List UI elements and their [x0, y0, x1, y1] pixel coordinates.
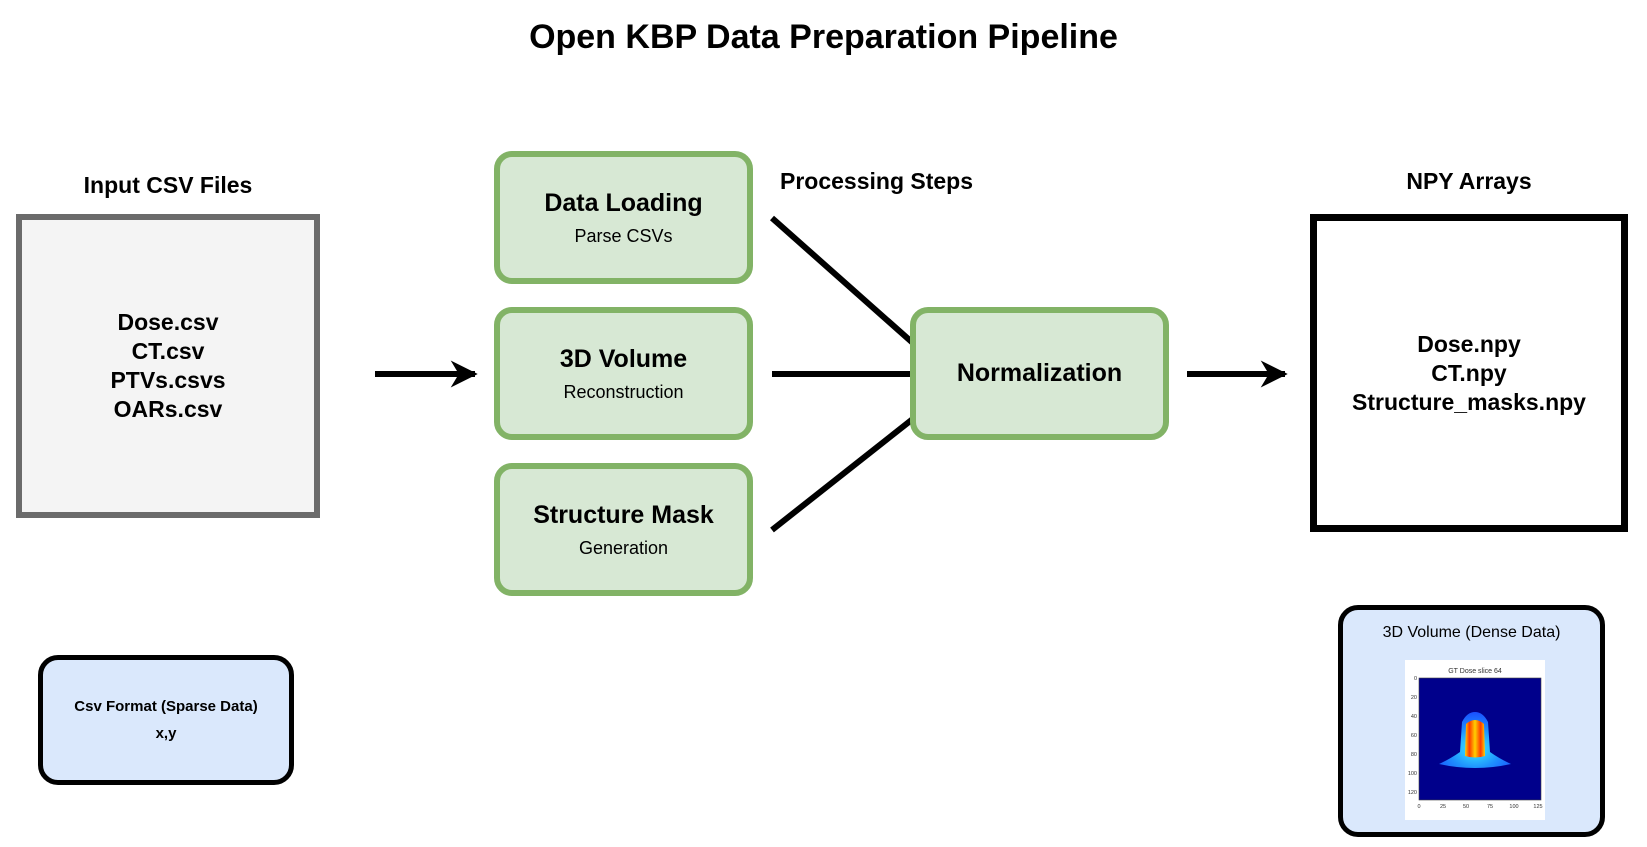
input-file: Dose.csv [117, 309, 219, 335]
dose-slice-image: GT Dose slice 64 0 20 40 60 80 100 120 0… [1408, 668, 1543, 810]
processing-label: Processing Steps [780, 168, 974, 194]
step-subtitle: Generation [578, 537, 669, 558]
diagram-title: Open KBP Data Preparation Pipeline [529, 18, 1118, 56]
connector-line-bottom [770, 415, 916, 533]
output-files-box: Dose.npy CT.npy Structure_masks.npy [1310, 214, 1628, 532]
step-3d-volume: 3D Volume Reconstruction [494, 307, 753, 440]
input-file: OARs.csv [113, 396, 223, 422]
step-title: Data Loading [544, 188, 703, 217]
csv-format-note: Csv Format (Sparse Data) x,y [38, 655, 294, 785]
input-file: PTVs.csvs [110, 367, 226, 393]
y-tick: 120 [1408, 790, 1417, 796]
y-tick: 40 [1411, 714, 1417, 720]
step-structure-mask: Structure Mask Generation [494, 463, 753, 596]
output-file: CT.npy [1431, 359, 1507, 386]
output-label: NPY Arrays [1406, 168, 1532, 194]
x-tick: 25 [1440, 804, 1446, 810]
output-file: Structure_masks.npy [1352, 388, 1586, 415]
dose-slice-plot: GT Dose slice 64 0 20 40 60 80 100 120 0… [1405, 660, 1545, 820]
y-tick: 20 [1411, 695, 1417, 701]
input-file: CT.csv [131, 338, 205, 364]
normalization-node: Normalization [910, 307, 1169, 440]
y-tick: 0 [1414, 676, 1417, 682]
x-tick: 100 [1509, 804, 1518, 810]
step-data-loading: Data Loading Parse CSVs [494, 151, 753, 284]
input-files-box: Dose.csv CT.csv PTVs.csvs OARs.csv [16, 214, 320, 518]
csv-format-columns: x,y [155, 725, 177, 742]
x-tick: 50 [1463, 804, 1469, 810]
step-title: Structure Mask [533, 500, 714, 529]
connector-line-top [770, 215, 916, 347]
y-tick: 100 [1408, 771, 1417, 777]
x-tick: 0 [1417, 804, 1420, 810]
output-file: Dose.npy [1417, 330, 1521, 357]
plot-title: GT Dose slice 64 [1448, 668, 1502, 675]
input-label: Input CSV Files [83, 172, 253, 198]
x-tick: 75 [1487, 804, 1493, 810]
csv-format-title: Csv Format (Sparse Data) [74, 698, 258, 715]
normalization-label: Normalization [956, 359, 1123, 387]
x-tick: 125 [1533, 804, 1542, 810]
y-tick: 80 [1411, 752, 1417, 758]
step-subtitle: Parse CSVs [574, 225, 673, 246]
y-tick: 60 [1411, 733, 1417, 739]
step-title: 3D Volume [559, 344, 688, 373]
step-subtitle: Reconstruction [563, 381, 684, 402]
dose-core-region [1465, 720, 1485, 758]
volume-note: 3D Volume (Dense Data) GT Dose slice 64 [1338, 605, 1605, 837]
volume-note-title: 3D Volume (Dense Data) [1382, 624, 1561, 641]
